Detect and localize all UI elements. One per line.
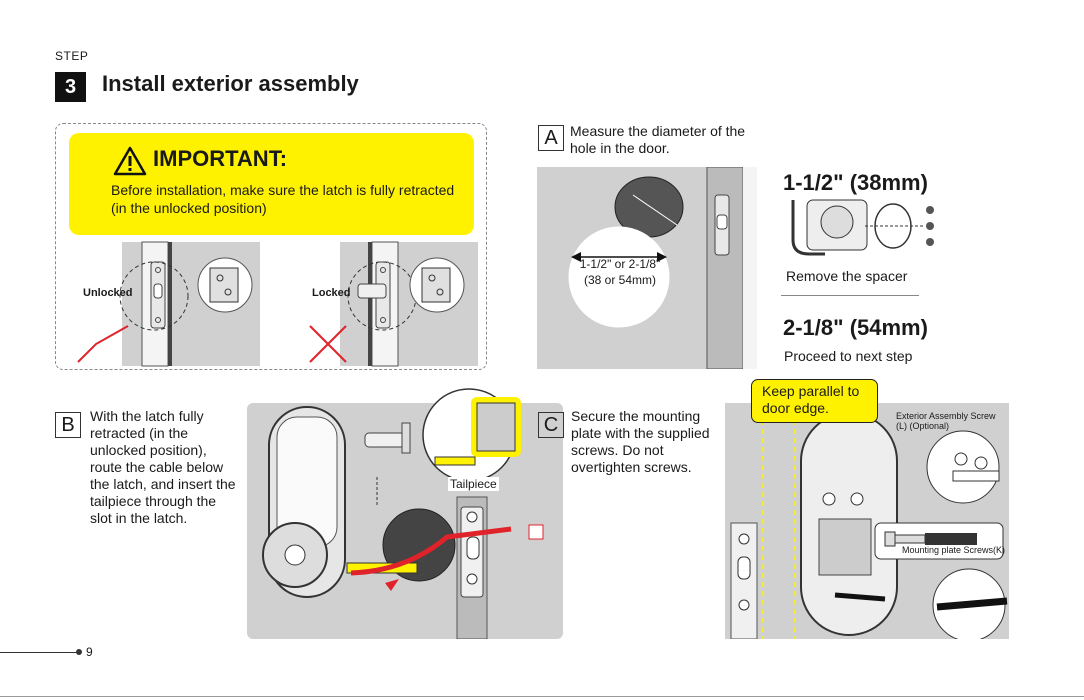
tailpiece-label: Tailpiece	[448, 477, 499, 491]
tailpiece-illustration	[247, 388, 563, 639]
footer-dot	[76, 649, 82, 655]
bottom-rule	[0, 696, 1084, 697]
important-body: Before installation, make sure the latch…	[111, 182, 455, 216]
step-label: STEP	[55, 49, 89, 63]
size-small-heading: 1-1/2" (38mm)	[783, 170, 928, 195]
mounting-screws-label: Mounting plate Screws(K)	[902, 545, 1006, 555]
size-divider	[781, 295, 919, 296]
unlocked-illustration	[77, 241, 260, 367]
step-a-text: Measure the diameter of the hole in the …	[570, 123, 746, 156]
footer-rule	[0, 652, 78, 653]
size-small-note: Remove the spacer	[786, 268, 908, 284]
step-number: 3	[55, 72, 86, 102]
important-frame	[55, 123, 487, 370]
spacer-illustration	[791, 199, 934, 256]
locked-illustration	[309, 241, 478, 367]
hole-measure-illustration	[537, 167, 757, 369]
warning-icon	[113, 146, 147, 176]
step-b-text: With the latch fully retracted (in the u…	[90, 408, 236, 526]
step-c-text: Secure the mounting plate with the suppl…	[571, 408, 710, 475]
locked-label: Locked	[312, 287, 351, 299]
mounting-plate-illustration	[725, 403, 1009, 639]
important-banner	[69, 133, 474, 235]
measure-line-1: 1-1/2" or 2-1/8"	[579, 257, 661, 271]
connector-icon	[528, 524, 544, 540]
unlocked-label: Unlocked	[83, 287, 133, 299]
measure-callout: 1-1/2" or 2-1/8" (38 or 54mm)	[567, 256, 673, 288]
exterior-screw-label: Exterior Assembly Screw (L) (Optional)	[896, 411, 996, 431]
page-title: Install exterior assembly	[102, 71, 359, 96]
step-b-letter: B	[55, 412, 81, 438]
size-large-heading: 2-1/8" (54mm)	[783, 315, 928, 340]
size-large-note: Proceed to next step	[784, 348, 913, 364]
measure-line-2: (38 or 54mm)	[583, 273, 657, 287]
check-icon	[77, 325, 129, 363]
step-a-letter: A	[538, 125, 564, 151]
parallel-callout: Keep parallel to door edge.	[751, 379, 878, 423]
important-heading: IMPORTANT:	[153, 146, 288, 171]
page-number: 9	[86, 645, 93, 659]
step-c-letter: C	[538, 412, 564, 438]
